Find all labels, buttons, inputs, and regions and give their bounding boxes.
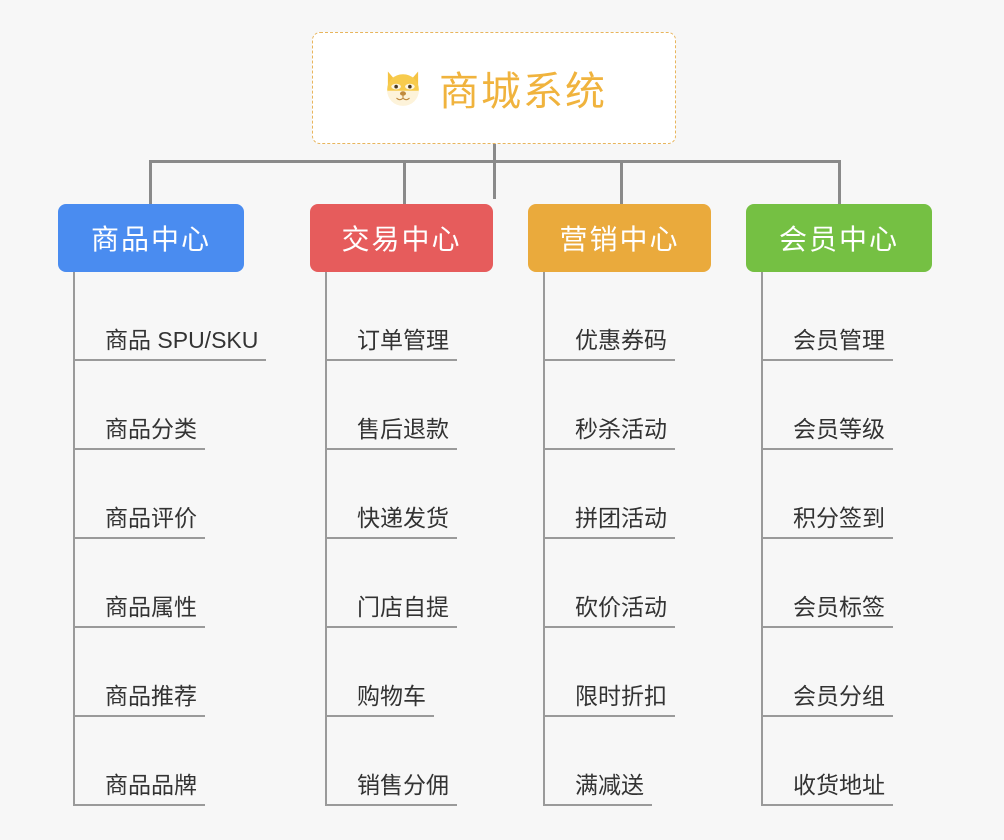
category-header-3-label: 营销中心 bbox=[559, 224, 680, 255]
list-item[interactable]: 商品分类 bbox=[75, 361, 308, 450]
root-node[interactable]: 商城系统 bbox=[312, 32, 676, 144]
sub-item-label: 会员等级 bbox=[763, 416, 893, 450]
sub-item-label: 秒杀活动 bbox=[545, 416, 675, 450]
list-item[interactable]: 砍价活动 bbox=[545, 539, 748, 628]
list-item[interactable]: 商品评价 bbox=[75, 450, 308, 539]
list-item[interactable]: 积分签到 bbox=[763, 450, 966, 539]
list-item[interactable]: 快递发货 bbox=[327, 450, 530, 539]
sub-item-label: 商品推荐 bbox=[75, 683, 205, 717]
branch-column-3: 营销中心 优惠券码 秒杀活动 拼团活动 砍价活动 限时折扣 满减送 bbox=[528, 204, 748, 806]
sub-item-label: 满减送 bbox=[545, 772, 652, 806]
list-item[interactable]: 商品属性 bbox=[75, 539, 308, 628]
list-item[interactable]: 优惠券码 bbox=[545, 272, 748, 361]
sub-item-list-3: 优惠券码 秒杀活动 拼团活动 砍价活动 限时折扣 满减送 bbox=[543, 272, 748, 806]
sub-item-label: 商品 SPU/SKU bbox=[75, 327, 267, 361]
sub-item-label: 商品属性 bbox=[75, 594, 205, 628]
list-item[interactable]: 售后退款 bbox=[327, 361, 530, 450]
list-item[interactable]: 满减送 bbox=[545, 717, 748, 806]
sub-item-list-1: 商品 SPU/SKU 商品分类 商品评价 商品属性 商品推荐 商品品牌 bbox=[73, 272, 308, 806]
connector-horizontal-bus bbox=[150, 160, 840, 163]
category-header-1[interactable]: 商品中心 bbox=[58, 204, 244, 272]
root-title: 商城系统 bbox=[439, 70, 607, 114]
sub-item-label: 商品分类 bbox=[75, 416, 205, 450]
branch-column-2: 交易中心 订单管理 售后退款 快递发货 门店自提 购物车 销售分佣 bbox=[310, 204, 530, 806]
category-header-4[interactable]: 会员中心 bbox=[746, 204, 932, 272]
sub-item-label: 售后退款 bbox=[327, 416, 457, 450]
list-item[interactable]: 秒杀活动 bbox=[545, 361, 748, 450]
category-header-2-label: 交易中心 bbox=[341, 224, 462, 255]
list-item[interactable]: 购物车 bbox=[327, 628, 530, 717]
sub-item-label: 商品品牌 bbox=[75, 772, 205, 806]
connector-root-stem bbox=[493, 144, 496, 199]
connector-drop-4 bbox=[838, 160, 841, 206]
list-item[interactable]: 会员标签 bbox=[763, 539, 966, 628]
sub-item-label: 限时折扣 bbox=[545, 683, 675, 717]
list-item[interactable]: 订单管理 bbox=[327, 272, 530, 361]
sub-item-list-2: 订单管理 售后退款 快递发货 门店自提 购物车 销售分佣 bbox=[325, 272, 530, 806]
category-header-4-label: 会员中心 bbox=[778, 224, 899, 255]
sub-item-label: 会员标签 bbox=[763, 594, 893, 628]
list-item[interactable]: 商品推荐 bbox=[75, 628, 308, 717]
sub-item-label: 拼团活动 bbox=[545, 505, 675, 539]
sub-item-label: 快递发货 bbox=[327, 505, 457, 539]
list-item[interactable]: 商品品牌 bbox=[75, 717, 308, 806]
list-item[interactable]: 商品 SPU/SKU bbox=[75, 272, 308, 361]
list-item[interactable]: 门店自提 bbox=[327, 539, 530, 628]
category-header-3[interactable]: 营销中心 bbox=[528, 204, 711, 272]
branch-column-4: 会员中心 会员管理 会员等级 积分签到 会员标签 会员分组 收货地址 bbox=[746, 204, 966, 806]
list-item[interactable]: 会员管理 bbox=[763, 272, 966, 361]
category-header-1-label: 商品中心 bbox=[90, 224, 211, 255]
sub-item-label: 门店自提 bbox=[327, 594, 457, 628]
connector-drop-1 bbox=[149, 160, 152, 206]
list-item[interactable]: 拼团活动 bbox=[545, 450, 748, 539]
sub-item-label: 购物车 bbox=[327, 683, 434, 717]
list-item[interactable]: 会员分组 bbox=[763, 628, 966, 717]
sub-item-list-4: 会员管理 会员等级 积分签到 会员标签 会员分组 收货地址 bbox=[761, 272, 966, 806]
list-item[interactable]: 收货地址 bbox=[763, 717, 966, 806]
sub-item-label: 收货地址 bbox=[763, 772, 893, 806]
list-item[interactable]: 销售分佣 bbox=[327, 717, 530, 806]
list-item[interactable]: 会员等级 bbox=[763, 361, 966, 450]
sub-item-label: 会员管理 bbox=[763, 327, 893, 361]
list-item[interactable]: 限时折扣 bbox=[545, 628, 748, 717]
connector-drop-2 bbox=[403, 160, 406, 206]
dog-face-icon bbox=[381, 66, 425, 110]
sub-item-label: 优惠券码 bbox=[545, 327, 675, 361]
sub-item-label: 积分签到 bbox=[763, 505, 893, 539]
sub-item-label: 订单管理 bbox=[327, 327, 457, 361]
sub-item-label: 会员分组 bbox=[763, 683, 893, 717]
connector-drop-3 bbox=[620, 160, 623, 206]
sub-item-label: 销售分佣 bbox=[327, 772, 457, 806]
branch-column-1: 商品中心 商品 SPU/SKU 商品分类 商品评价 商品属性 商品推荐 商品品牌 bbox=[58, 204, 308, 806]
category-header-2[interactable]: 交易中心 bbox=[310, 204, 493, 272]
sub-item-label: 砍价活动 bbox=[545, 594, 675, 628]
sub-item-label: 商品评价 bbox=[75, 505, 205, 539]
